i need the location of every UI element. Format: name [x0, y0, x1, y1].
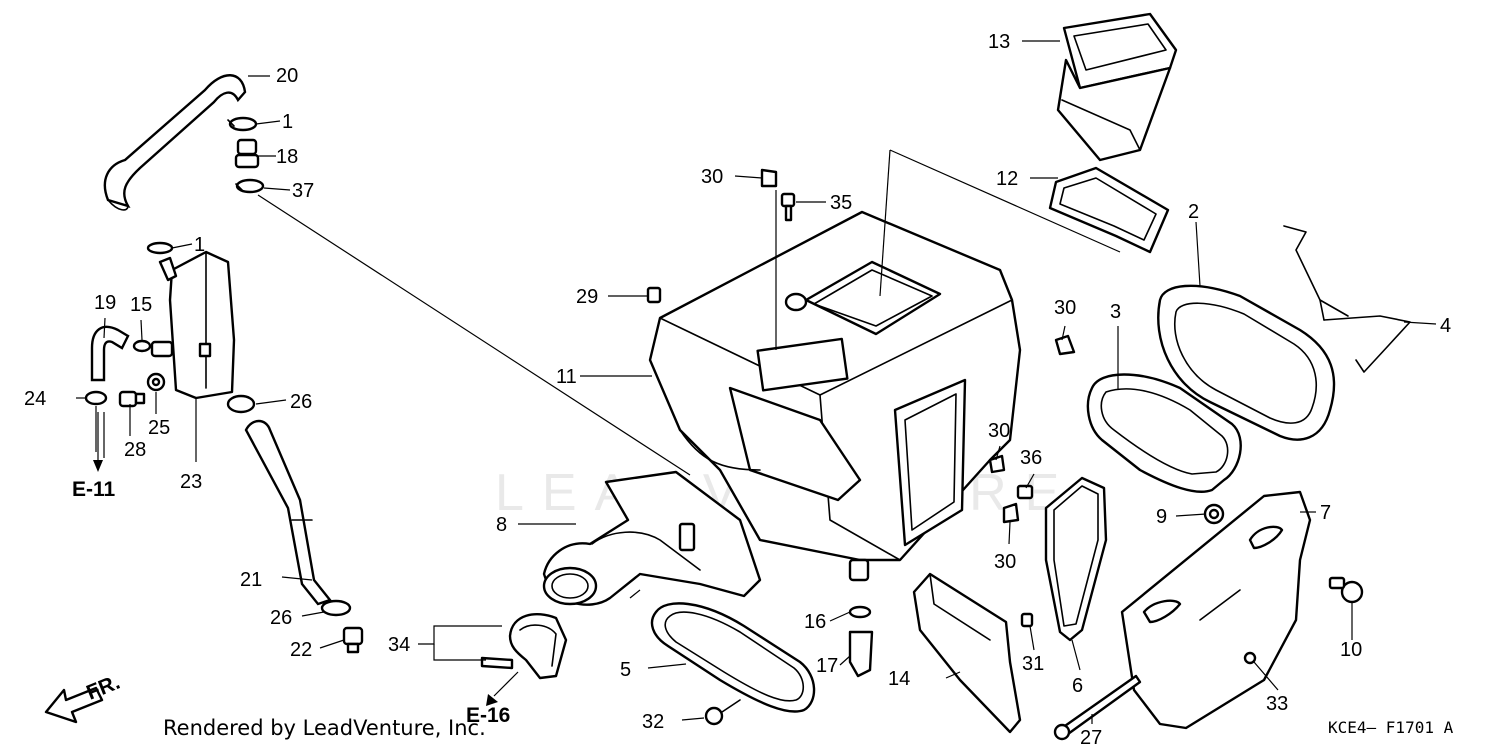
joint-18: [234, 138, 260, 169]
callout-25: 25: [148, 417, 170, 439]
clip-26-upper: [226, 394, 256, 414]
clip-37: [235, 178, 265, 194]
clip-33: [1243, 651, 1257, 665]
bolt-25: [146, 372, 166, 392]
callout-16: 16: [804, 611, 826, 633]
breather-hose-20: [103, 74, 247, 211]
clip-26-lower: [320, 599, 352, 617]
callout-20: 20: [276, 65, 298, 87]
intake-duct-13: [1056, 12, 1178, 162]
callout-26-upper: 26: [290, 391, 312, 413]
small-hardware-right: [646, 168, 1076, 628]
bolt-28: [118, 390, 146, 408]
callout-1-upper: 1: [282, 111, 293, 133]
callout-23: 23: [180, 471, 202, 493]
callout-31: 31: [1022, 653, 1044, 675]
callout-29: 29: [576, 286, 598, 308]
callout-5: 5: [620, 659, 631, 681]
screw-32: [704, 699, 741, 726]
callout-30-mid: 30: [988, 420, 1010, 442]
callout-14: 14: [888, 668, 910, 690]
joint-small: [150, 340, 174, 358]
callout-17: 17: [816, 655, 838, 677]
ref-e11: E-11: [72, 478, 116, 501]
callout-12: 12: [996, 168, 1018, 190]
arrow-e16: [486, 671, 519, 706]
grommet-9: [1203, 503, 1225, 525]
callout-9: 9: [1156, 506, 1167, 528]
callout-4: 4: [1440, 315, 1451, 337]
callout-30-low: 30: [994, 551, 1016, 573]
callout-18: 18: [276, 146, 298, 168]
callout-21: 21: [240, 569, 262, 591]
callout-10: 10: [1340, 639, 1362, 661]
callout-34: 34: [388, 634, 410, 656]
front-arrow-label: FR.: [83, 671, 123, 705]
side-cover-7: [1120, 490, 1312, 730]
front-arrow-icon: [44, 686, 104, 724]
plug-22: [342, 626, 364, 654]
callout-15: 15: [130, 294, 152, 316]
connecting-tube-8: [542, 470, 762, 606]
callout-27: 27: [1080, 727, 1102, 749]
callout-11: 11: [556, 366, 577, 388]
plate-5: [650, 602, 816, 713]
callout-13: 13: [988, 31, 1010, 53]
callout-33: 33: [1266, 693, 1288, 715]
clip-15: [132, 339, 152, 353]
drain-hose-21: [244, 419, 333, 606]
callout-22: 22: [290, 639, 312, 661]
callout-30-right: 30: [1054, 297, 1076, 319]
callout-8: 8: [496, 514, 507, 536]
callout-36: 36: [1020, 447, 1042, 469]
seal-6: [1044, 476, 1108, 642]
callout-30-top: 30: [701, 166, 723, 188]
callout-26-lower: 26: [270, 607, 292, 629]
callout-labels: 20 1 18 37 1 19 15 24 25 28 23 26 21 26 …: [24, 31, 1451, 749]
arrow-e11: [93, 412, 103, 472]
callout-6: 6: [1072, 675, 1083, 697]
callout-32: 32: [642, 711, 664, 733]
washer-24: [84, 390, 108, 406]
callout-3: 3: [1110, 301, 1121, 323]
callout-19: 19: [94, 292, 116, 314]
leader-lines: [76, 40, 1437, 724]
clip-1-lower: [146, 241, 174, 255]
catch-tank-23: [158, 250, 236, 400]
clip-1-upper: [227, 116, 258, 132]
drawing-code: KCE4— F1701 A: [1328, 718, 1454, 737]
callout-7: 7: [1320, 502, 1331, 524]
screw-10: [1328, 576, 1364, 604]
callout-28: 28: [124, 439, 146, 461]
air-cleaner-case-11: [648, 210, 1022, 582]
callout-1-lower: 1: [194, 234, 205, 256]
callout-2: 2: [1188, 201, 1199, 223]
bolt-27: [1053, 674, 1142, 741]
air-filter-element-2: [1157, 284, 1336, 441]
hose-19: [90, 325, 130, 382]
callout-24: 24: [24, 388, 46, 410]
ref-e16: E-16: [466, 704, 510, 727]
drain-plug-16-17: [848, 605, 874, 678]
credit-line: Rendered by LeadVenture, Inc.: [163, 716, 486, 740]
callout-37: 37: [292, 180, 314, 202]
cover-14: [912, 572, 1022, 734]
connecting-tube-band-34: [480, 613, 568, 680]
holder-wire-4: [1283, 225, 1411, 373]
seal-12: [1048, 166, 1170, 254]
element-holder-3: [1086, 373, 1242, 493]
callout-35: 35: [830, 192, 852, 214]
